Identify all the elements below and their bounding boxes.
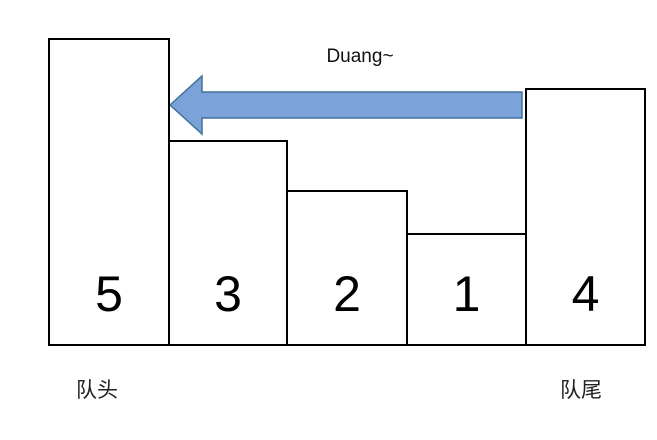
bar-value: 1 xyxy=(452,266,481,322)
queue-bar: 5 xyxy=(48,38,170,346)
queue-bar: 1 xyxy=(406,233,527,346)
bar-value: 2 xyxy=(333,266,361,322)
arrow-label: Duang~ xyxy=(326,46,394,67)
queue-bar: 3 xyxy=(168,140,288,346)
queue-bar: 4 xyxy=(525,88,646,346)
queue-tail-label: 队尾 xyxy=(560,378,602,402)
left-arrow-icon xyxy=(168,74,523,136)
bar-value: 5 xyxy=(95,266,123,322)
queue-head-label: 队头 xyxy=(76,378,118,402)
bar-value: 4 xyxy=(571,266,600,322)
bar-value: 3 xyxy=(214,266,242,322)
queue-bar: 2 xyxy=(286,190,408,346)
